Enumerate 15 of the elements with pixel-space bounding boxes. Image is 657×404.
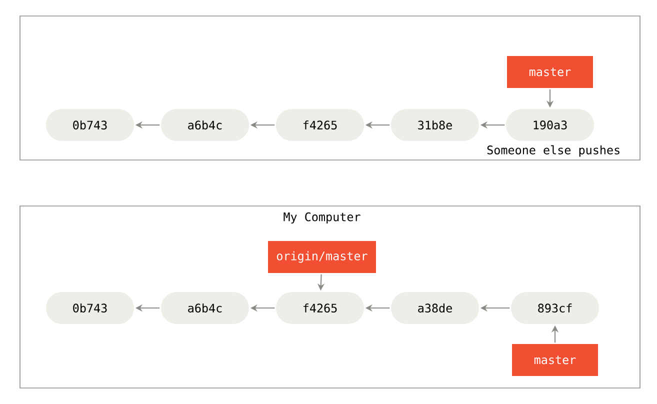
branch-label: master	[512, 344, 598, 376]
commit-node: a38de	[391, 292, 479, 324]
commit-node: 0b743	[46, 292, 134, 324]
commit-node: 31b8e	[391, 109, 479, 141]
commit-node: a6b4c	[161, 292, 249, 324]
commit-node: a6b4c	[161, 109, 249, 141]
commit-node: 893cf	[511, 292, 599, 324]
branch-label: master	[507, 56, 593, 88]
commit-node: f4265	[276, 292, 364, 324]
branch-label: origin/master	[268, 241, 376, 273]
commit-node: f4265	[276, 109, 364, 141]
frame-box	[20, 16, 640, 160]
note-text: Someone else pushes	[487, 145, 620, 157]
commit-node: 190a3	[506, 109, 594, 141]
commit-node: 0b743	[46, 109, 134, 141]
